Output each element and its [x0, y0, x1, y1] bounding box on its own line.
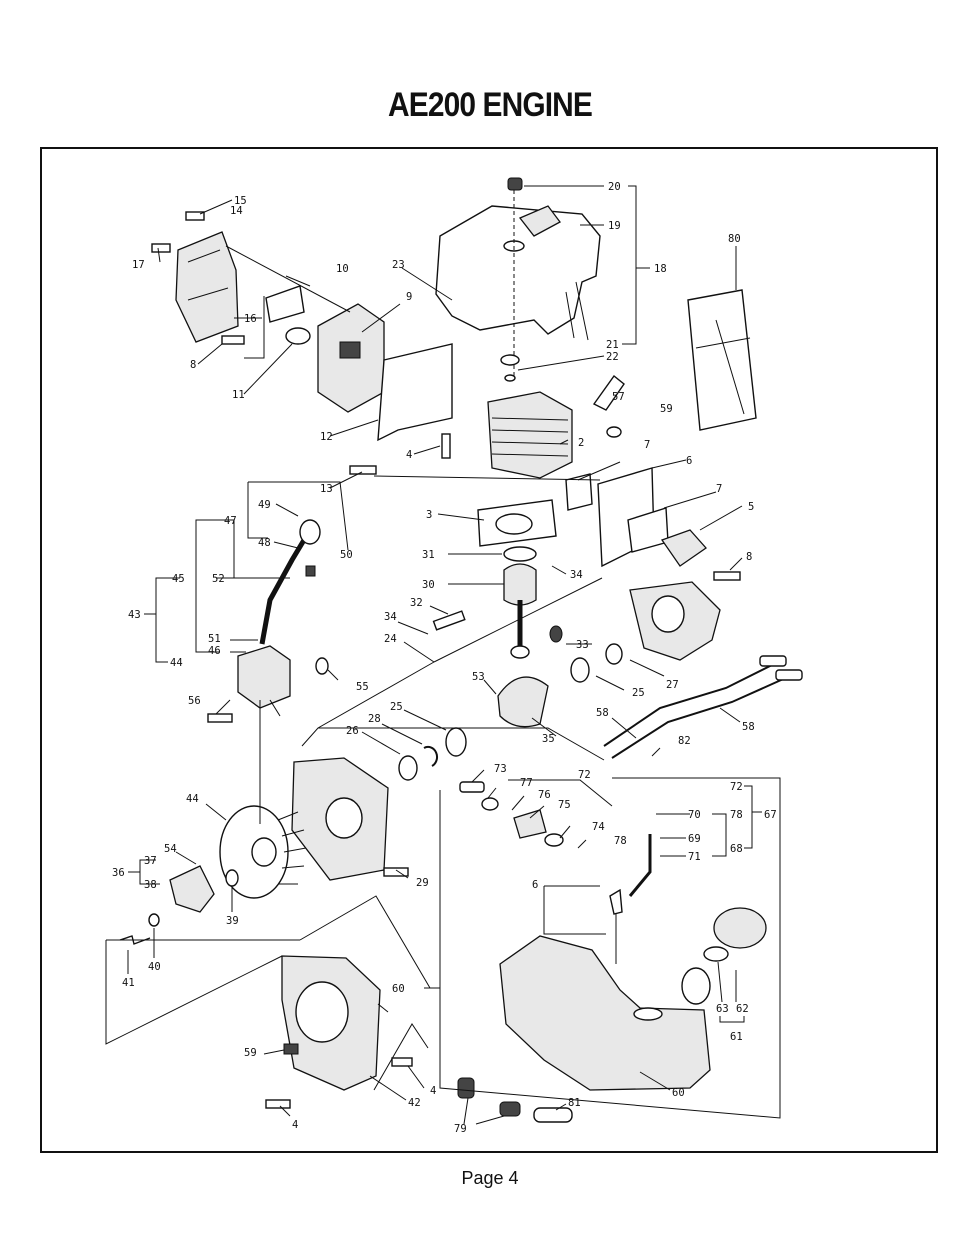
diagram-frame: [40, 147, 938, 1153]
label-6-top: 6: [686, 455, 692, 467]
label-70: 70: [688, 809, 701, 821]
page-footer: Page 4: [461, 1168, 519, 1188]
label-15: 15: [234, 195, 247, 207]
label-46: 46: [208, 645, 221, 657]
label-65: 63: [716, 1003, 729, 1015]
label-82: 80: [728, 233, 741, 245]
label-2: 2: [578, 437, 584, 449]
label-55: 55: [356, 681, 369, 693]
label-74: 74: [592, 821, 605, 833]
label-35: 35: [542, 733, 555, 745]
part-labels: 15 14 17 10 23 9 16 8 11 12 13 4 20 19 8…: [112, 181, 777, 1135]
label-48: 48: [258, 537, 271, 549]
label-79: 79: [454, 1123, 467, 1135]
label-12: 12: [320, 431, 333, 443]
label-44-top: 44: [170, 657, 183, 669]
label-31: 31: [422, 549, 435, 561]
label-68: 68: [730, 843, 743, 855]
label-19: 19: [608, 220, 621, 232]
label-41: 41: [122, 977, 135, 989]
label-81: 82: [678, 735, 691, 747]
label-4-top: 4: [406, 449, 412, 461]
label-33: 33: [576, 639, 589, 651]
label-30: 30: [422, 579, 435, 591]
label-7-right: 7: [716, 483, 722, 495]
label-28: 28: [368, 713, 381, 725]
label-52: 52: [212, 573, 225, 585]
label-61: 60: [392, 983, 405, 995]
label-8-top: 8: [190, 359, 196, 371]
label-71: 71: [688, 851, 701, 863]
label-72-top: 72: [578, 769, 591, 781]
label-47: 47: [224, 515, 237, 527]
label-58-left: 58: [596, 707, 609, 719]
label-21: 21: [606, 339, 619, 351]
label-7-top: 7: [644, 439, 650, 451]
label-13: 13: [320, 483, 333, 495]
label-50: 50: [340, 549, 353, 561]
label-62: 60: [672, 1087, 685, 1099]
label-27: 27: [666, 679, 679, 691]
label-4-fan-right: 4: [430, 1085, 436, 1097]
label-32: 32: [410, 597, 423, 609]
label-5: 5: [748, 501, 754, 513]
label-16: 16: [244, 313, 257, 325]
label-67: 67: [764, 809, 777, 821]
label-25-right: 25: [632, 687, 645, 699]
label-39: 39: [226, 915, 239, 927]
label-57: 57: [612, 391, 625, 403]
label-10: 10: [336, 263, 349, 275]
label-34-left: 34: [384, 611, 397, 623]
label-53: 53: [472, 671, 485, 683]
label-54: 54: [164, 843, 177, 855]
diagram-title: AE200 ENGINE: [388, 86, 593, 124]
label-34-right: 34: [570, 569, 583, 581]
label-36: 36: [112, 867, 125, 879]
label-75: 75: [558, 799, 571, 811]
label-38: 38: [144, 879, 157, 891]
label-3: 3: [426, 509, 432, 521]
label-78: 78: [614, 835, 627, 847]
label-37: 37: [144, 855, 157, 867]
label-29: 29: [416, 877, 429, 889]
label-63: 61: [730, 1031, 743, 1043]
label-78-right: 78: [730, 809, 743, 821]
label-24: 24: [384, 633, 397, 645]
label-77: 77: [520, 777, 533, 789]
label-8-right: 8: [746, 551, 752, 563]
label-72-right: 72: [730, 781, 743, 793]
label-49: 49: [258, 499, 271, 511]
label-64: 62: [736, 1003, 749, 1015]
label-58-right: 58: [742, 721, 755, 733]
label-6-bottom: 6: [532, 879, 538, 891]
label-14: 14: [230, 205, 243, 217]
label-80: 81: [568, 1097, 581, 1109]
label-51: 51: [208, 633, 221, 645]
label-9: 9: [406, 291, 412, 303]
label-56: 56: [188, 695, 201, 707]
label-69: 69: [688, 833, 701, 845]
label-23: 23: [392, 259, 405, 271]
label-45: 45: [172, 573, 185, 585]
label-25-left: 25: [390, 701, 403, 713]
label-60: 59: [244, 1047, 257, 1059]
label-26: 26: [346, 725, 359, 737]
label-11: 11: [232, 389, 245, 401]
label-40: 40: [148, 961, 161, 973]
label-22: 22: [606, 351, 619, 363]
leader-lines: [105, 185, 781, 1125]
label-73: 73: [494, 763, 507, 775]
label-18: 18: [654, 263, 667, 275]
label-59: 59: [660, 403, 673, 415]
label-44: 44: [186, 793, 199, 805]
label-42: 42: [408, 1097, 421, 1109]
label-20: 20: [608, 181, 621, 193]
label-4-fan-bottom: 4: [292, 1119, 298, 1131]
label-76: 76: [538, 789, 551, 801]
label-43: 43: [128, 609, 141, 621]
label-17: 17: [132, 259, 145, 271]
parts-artwork: [119, 177, 803, 1123]
